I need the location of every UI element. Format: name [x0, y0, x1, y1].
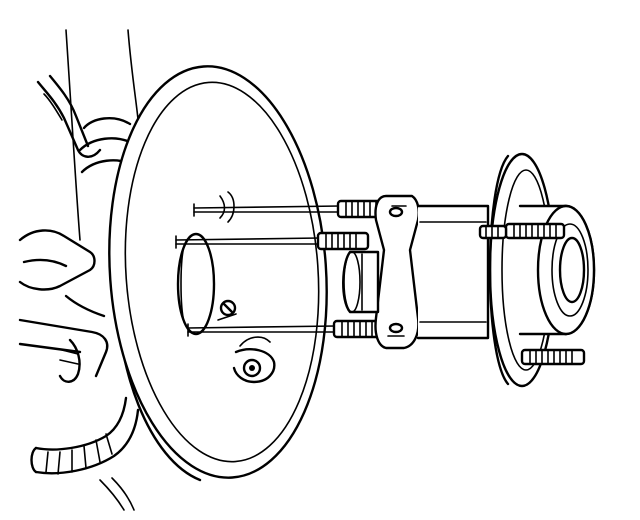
bolt-group	[175, 199, 388, 339]
wheel-stud-icon	[504, 222, 566, 240]
bolt-icon	[193, 199, 388, 219]
wheel-stud-group	[478, 222, 586, 366]
backing-plate-icon	[108, 65, 328, 482]
knuckle-icon	[18, 29, 141, 383]
wheel-hub-bearing-icon	[342, 152, 596, 388]
wire-harness-icon	[30, 396, 140, 511]
wheel-stud-icon	[520, 348, 586, 366]
bolt-icon	[175, 231, 370, 251]
wheel-stud-icon	[478, 224, 508, 240]
